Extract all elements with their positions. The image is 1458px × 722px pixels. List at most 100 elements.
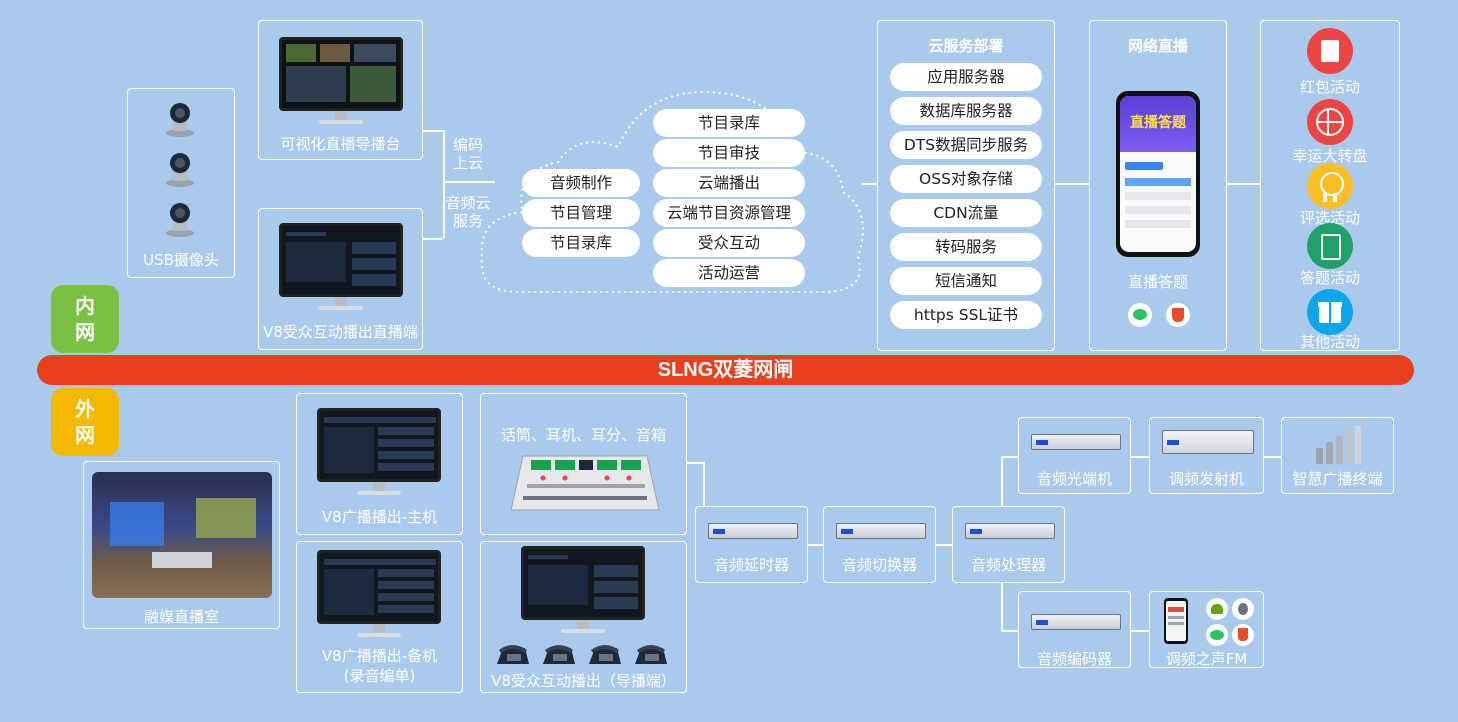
wechat-icon bbox=[1206, 624, 1228, 646]
rack-device-icon bbox=[1031, 434, 1121, 450]
v8-interactive-live-label: V8受众互动播出直播端 bbox=[263, 323, 418, 341]
apple-icon bbox=[1232, 598, 1254, 620]
cloud-pill: 云端节目资源管理 bbox=[653, 199, 805, 227]
connector-line bbox=[423, 238, 443, 240]
gift-icon bbox=[1307, 289, 1353, 335]
connector-line bbox=[423, 130, 443, 132]
desk-phone-icon bbox=[497, 645, 529, 664]
connector-line bbox=[687, 462, 704, 464]
inner-network-tag: 内网 bbox=[51, 285, 119, 353]
cloud-pill: 节目管理 bbox=[522, 199, 640, 227]
award-icon bbox=[1307, 163, 1353, 209]
visual-console-label: 可视化直播导播台 bbox=[280, 135, 401, 153]
cloud-pill: 节目录库 bbox=[522, 229, 640, 257]
cloud-service-box: 云服务部署 应用服务器 数据库服务器 DTS数据同步服务 OSS对象存储 CDN… bbox=[877, 20, 1055, 351]
connector-line bbox=[936, 544, 953, 546]
cloud-service-title: 云服务部署 bbox=[928, 37, 1004, 55]
camera-icon bbox=[166, 103, 194, 137]
live-stream-box: 网络直播 直播答题 直播答题 bbox=[1089, 20, 1227, 351]
rack-device-icon bbox=[836, 523, 926, 539]
cloud-pill: 节目审技 bbox=[653, 139, 805, 167]
red-packet-icon bbox=[1307, 28, 1353, 74]
audio-processor-box: 音频处理器 bbox=[952, 506, 1065, 583]
wechat-icon bbox=[1128, 303, 1152, 327]
v8-backup-box: V8广播播出-备机 (录音编单) bbox=[296, 541, 463, 693]
activity-label: 评选活动 bbox=[1299, 209, 1360, 227]
gateway-label: SLNG双菱网闸 bbox=[657, 359, 794, 381]
link-audio-label: 音频云服务 bbox=[445, 194, 491, 230]
v8-interactive-live-box: V8受众互动播出直播端 bbox=[258, 208, 423, 350]
connector-line bbox=[1001, 456, 1003, 506]
android-icon bbox=[1206, 598, 1228, 620]
desk-phone-icon bbox=[635, 645, 667, 664]
live-stream-title: 网络直播 bbox=[1127, 37, 1188, 55]
activity-label: 幸运大转盘 bbox=[1292, 147, 1368, 165]
connector-line bbox=[1001, 583, 1003, 630]
connector-line bbox=[1131, 456, 1150, 458]
service-pill: 应用服务器 bbox=[890, 63, 1042, 91]
visual-console-box: 可视化直播导播台 bbox=[258, 20, 423, 160]
audio-encoder-label: 音频编码器 bbox=[1036, 650, 1112, 668]
phone-mockup bbox=[1164, 598, 1188, 644]
speaker-column-icon bbox=[1316, 426, 1361, 464]
service-pill: DTS数据同步服务 bbox=[890, 131, 1042, 159]
activity-label: 答题活动 bbox=[1299, 269, 1360, 287]
service-pill: OSS对象存储 bbox=[890, 165, 1042, 193]
desk-phone-icon bbox=[543, 645, 575, 664]
mixer-caption: 话筒、耳机、耳分、音箱 bbox=[500, 426, 666, 444]
gateway-bar: SLNG双菱网闸 bbox=[37, 355, 1414, 385]
v8-main-box: V8广播播出-主机 bbox=[296, 393, 463, 535]
service-pill: 数据库服务器 bbox=[890, 97, 1042, 125]
service-pill: https SSL证书 bbox=[890, 301, 1042, 329]
html5-icon bbox=[1166, 303, 1190, 327]
audio-optical-label: 音频光端机 bbox=[1036, 470, 1112, 488]
monitor-icon bbox=[279, 37, 403, 127]
camera-icon bbox=[166, 153, 194, 187]
connector-line bbox=[862, 183, 878, 185]
activity-label: 红包活动 bbox=[1299, 78, 1360, 96]
monitor-icon bbox=[317, 408, 441, 498]
connector-line bbox=[443, 181, 495, 183]
connector-line bbox=[1227, 183, 1261, 185]
audio-delay-box: 音频延时器 bbox=[695, 506, 808, 583]
desk-phone-icon bbox=[589, 645, 621, 664]
connector-line bbox=[703, 462, 705, 506]
fm-voice-label: 调频之声FM bbox=[1165, 650, 1248, 668]
audio-encoder-box: 音频编码器 bbox=[1018, 591, 1131, 668]
fm-transmitter-label: 调频发射机 bbox=[1168, 470, 1244, 488]
audio-processor-label: 音频处理器 bbox=[970, 556, 1046, 574]
rack-device-icon bbox=[1162, 430, 1254, 454]
connector-line bbox=[1001, 630, 1018, 632]
cloud-pill: 节目录库 bbox=[653, 109, 805, 137]
rack-device-icon bbox=[1031, 614, 1121, 630]
cloud-pill: 活动运营 bbox=[653, 259, 805, 287]
connector-line bbox=[1131, 630, 1150, 632]
connector-line bbox=[1264, 456, 1282, 458]
fm-voice-box: 调频之声FM bbox=[1149, 591, 1264, 668]
service-pill: CDN流量 bbox=[890, 199, 1042, 227]
camera-icon bbox=[166, 203, 194, 237]
activity-label: 其他活动 bbox=[1299, 333, 1360, 351]
monitor-icon bbox=[317, 550, 441, 640]
service-pill: 转码服务 bbox=[890, 233, 1042, 261]
v8-backup-label: V8广播播出-备机 (录音编单) bbox=[321, 647, 438, 685]
v8-interactive-director-label: V8受众互动播出（导播端） bbox=[491, 672, 676, 690]
rack-device-icon bbox=[965, 523, 1055, 539]
fm-transmitter-box: 调频发射机 bbox=[1149, 417, 1264, 494]
activities-box: 红包活动 幸运大转盘 评选活动 答题活动 其他活动 bbox=[1260, 20, 1400, 351]
smart-terminal-box: 智慧广播终端 bbox=[1281, 417, 1394, 494]
rack-device-icon bbox=[708, 523, 798, 539]
html5-icon bbox=[1232, 624, 1254, 646]
audio-switch-label: 音频切换器 bbox=[841, 556, 917, 574]
v8-interactive-director-box: V8受众互动播出（导播端） bbox=[480, 541, 687, 693]
connector-line bbox=[808, 544, 824, 546]
live-stream-caption: 直播答题 bbox=[1127, 273, 1188, 291]
service-pill: 短信通知 bbox=[890, 267, 1042, 295]
cloud-pill: 云端播出 bbox=[653, 169, 805, 197]
usb-camera-label: USB摄像头 bbox=[143, 251, 219, 269]
usb-camera-box: USB摄像头 bbox=[127, 88, 235, 278]
v8-main-label: V8广播播出-主机 bbox=[321, 508, 438, 526]
audio-delay-label: 音频延时器 bbox=[713, 556, 789, 574]
mixer-console-icon bbox=[510, 455, 660, 511]
studio-label: 融媒直播室 bbox=[143, 608, 219, 626]
